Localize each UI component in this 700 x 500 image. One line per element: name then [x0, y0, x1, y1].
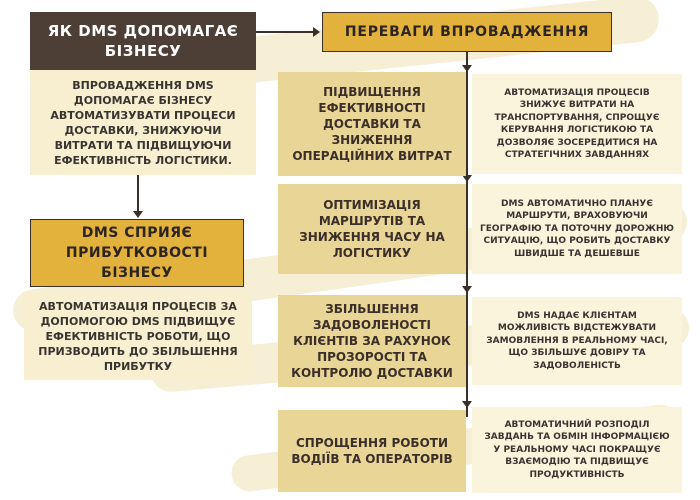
intro-text: Впровадження DMS допомагає бізнесу автом… [50, 78, 236, 167]
benefit-desc: Автоматичний розподіл завдань та обмін і… [484, 419, 670, 480]
benefit-title: Підвищення ефективності доставки та зниж… [292, 85, 452, 163]
left-header-text: Як DMS допомагає бізнесу [47, 22, 239, 60]
intro-text-box: Впровадження DMS допомагає бізнесу автом… [30, 70, 256, 175]
benefit-title-box: Підвищення ефективності доставки та зниж… [278, 72, 466, 176]
right-header: Переваги впровадження [322, 12, 612, 52]
connector-line [256, 31, 314, 33]
arrow-down-icon [462, 401, 472, 408]
profit-text: Автоматизація процесів за допомогою DMS … [38, 299, 238, 373]
benefit-desc-box: DMS автоматично планує маршрути, врахову… [472, 184, 682, 274]
profit-text-box: Автоматизація процесів за допомогою DMS … [24, 292, 252, 380]
benefit-desc: DMS автоматично планує маршрути, врахову… [480, 198, 674, 259]
arrow-down-icon [462, 175, 472, 182]
benefit-title: Спрощення роботи водіїв та операторів [291, 436, 453, 466]
benefit-desc: Автоматизація процесів знижує витрати на… [494, 87, 660, 161]
benefit-title: Оптимізація маршрутів та зниження часу н… [299, 198, 445, 260]
benefit-title-box: Спрощення роботи водіїв та операторів [278, 410, 466, 492]
benefit-desc-box: Автоматизація процесів знижує витрати на… [472, 74, 682, 174]
benefit-title-box: Збільшення задоволеності клієнтів за рах… [278, 295, 466, 387]
arrow-down-icon [462, 286, 472, 293]
right-header-text: Переваги впровадження [344, 24, 590, 40]
profit-title: DMS сприяє прибутковості бізнесу [65, 225, 209, 281]
connector-line [137, 175, 139, 213]
benefit-title: Збільшення задоволеності клієнтів за рах… [291, 302, 453, 380]
arrow-right-icon [313, 27, 320, 37]
benefit-title-box: Оптимізація маршрутів та зниження часу н… [278, 184, 466, 274]
arrow-down-icon [133, 211, 143, 218]
benefit-desc: DMS надає клієнтам можливість відстежува… [486, 310, 668, 371]
benefit-desc-box: DMS надає клієнтам можливість відстежува… [472, 297, 682, 385]
arrow-down-icon [462, 65, 472, 72]
profit-title-box: DMS сприяє прибутковості бізнесу [30, 219, 244, 287]
connector-spine [466, 52, 468, 417]
benefit-desc-box: Автоматичний розподіл завдань та обмін і… [472, 407, 682, 493]
left-header: Як DMS допомагає бізнесу [30, 12, 256, 70]
